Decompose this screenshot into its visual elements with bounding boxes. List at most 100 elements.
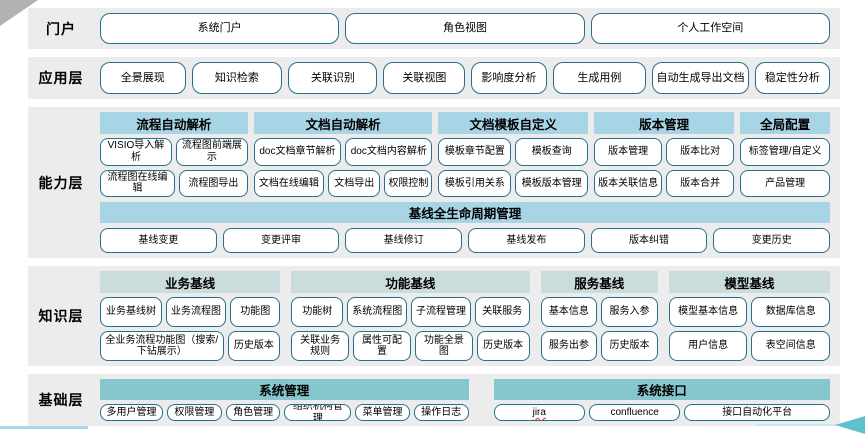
feature-box-label: 模板章节配置 (444, 146, 505, 157)
feature-box-label: 基本信息 (548, 306, 589, 318)
feature-box: 角色管理 (225, 404, 281, 421)
feature-box: 模型基本信息 (668, 297, 748, 327)
feature-group: 系统管理多用户管理 权限管理角色管理组织机构管理菜单管理操作日志 (100, 379, 469, 421)
feature-box: 文档导出 (327, 169, 381, 197)
layer-content: 全景展现知识检索关联识别关联视图影响度分析生成用例自动生成导出文档稳定性分析 (94, 57, 840, 99)
feature-box-label: 生成用例 (577, 71, 622, 84)
feature-box: 关联业务规则 (291, 331, 350, 361)
feature-box-label: 服务出参 (548, 340, 589, 352)
group-header: 模型基线 (668, 271, 831, 293)
feature-box: 功能树 (291, 297, 344, 327)
feature-box-label: jira (532, 406, 546, 418)
feature-box: 菜单管理 (355, 404, 410, 421)
feature-box-label: 基线修订 (383, 234, 424, 246)
feature-box: 变更评审 (222, 228, 340, 253)
feature-box-label: 权限管理 (174, 406, 215, 418)
feature-row: 系统门户角色视图个人工作空间 (100, 13, 830, 44)
layer-band-portal: 门户系统门户角色视图个人工作空间 (28, 8, 840, 49)
feature-box-label: 流程图导出 (188, 177, 239, 189)
feature-row: 服务出参 历史版本 (540, 331, 658, 361)
feature-box-label: 数据库信息 (765, 306, 816, 318)
feature-box-label: 版本管理 (608, 146, 649, 157)
feature-box-label: 标签管理/自定义 (748, 146, 822, 157)
feature-box: 权限控制 (384, 169, 433, 197)
feature-box-label: 流程图在线编辑 (107, 171, 168, 195)
feature-box: 操作日志 (413, 404, 469, 421)
feature-groups: 业务基线业务基线树业务流程图功能图全业务流程功能图（搜索/下钻展示）历史版本功能… (100, 271, 831, 361)
feature-box: jira (493, 404, 585, 421)
feature-box-label: 历史版本 (233, 340, 274, 352)
feature-box-label: 版本纠错 (629, 234, 670, 246)
group-header: 系统管理 (100, 379, 469, 400)
feature-box: 模板查询 (515, 138, 589, 166)
feature-row: 流程图在线编辑 流程图导出 (100, 169, 248, 197)
feature-box: 稳定性分析 (754, 62, 830, 94)
feature-box-label: 组织机构管理 (292, 404, 343, 421)
feature-box: 模板引用关系 (438, 169, 512, 197)
feature-box-label: 接口自动化平台 (722, 406, 793, 418)
feature-box-label: 历史版本 (609, 340, 650, 352)
feature-box: 历史版本 (227, 331, 281, 361)
feature-box: VISIO导入解析 (100, 138, 172, 166)
feature-box-label: 子流程管理 (416, 306, 467, 318)
feature-group: 全局配置标签管理/自定义产品管理 (740, 112, 830, 197)
feature-box-label: 版本关联信息 (598, 177, 659, 189)
feature-box: 影响度分析 (471, 62, 547, 94)
feature-box: 属性可配置 (353, 331, 411, 361)
feature-box-label: 历史版本 (483, 340, 524, 352)
feature-box: 权限管理 (167, 404, 222, 421)
layer-label: 应用层 (38, 70, 84, 86)
feature-box-label: 多用户管理 (106, 406, 157, 418)
layer-bands: 门户系统门户角色视图个人工作空间应用层全景展现知识检索关联识别关联视图影响度分析… (28, 8, 840, 426)
feature-box-label: 业务基线树 (105, 306, 156, 318)
feature-box-label: 模板查询 (531, 146, 572, 157)
feature-row: 文档在线编辑文档导出权限控制 (253, 169, 433, 197)
feature-box-label: 系统流程图 (352, 306, 403, 318)
feature-row: 关联业务规则属性可配置功能全景图历史版本 (291, 331, 530, 361)
feature-box: 功能全景图 (414, 331, 473, 361)
feature-box: 业务基线树 (100, 297, 162, 327)
feature-box-label: doc文档内容解析 (350, 146, 427, 157)
feature-box: 功能图 (230, 297, 281, 327)
feature-box: 用户信息 (668, 331, 748, 361)
feature-group: 文档模板自定义模板章节配置模板查询模板引用关系模板版本管理 (438, 112, 589, 197)
left-arrow-icon (835, 416, 865, 434)
feature-box-label: 系统门户 (197, 22, 242, 35)
feature-box-label: 关联视图 (402, 71, 447, 84)
feature-box-label: 变更历史 (751, 234, 792, 246)
group-header: 系统接口 (493, 379, 830, 400)
layer-band-application: 应用层全景展现知识检索关联识别关联视图影响度分析生成用例自动生成导出文档稳定性分… (28, 57, 840, 99)
feature-box-label: 业务流程图 (171, 306, 222, 318)
feature-box: 版本关联信息 (594, 169, 663, 197)
feature-box: 全业务流程功能图（搜索/下钻展示） (100, 331, 224, 361)
feature-box: 服务入参 (601, 297, 658, 327)
feature-row: 版本管理版本比对 (594, 138, 735, 166)
banner-header: 基线全生命周期管理 (100, 202, 830, 223)
feature-group: 服务基线基本信息 服务入参服务出参 历史版本 (540, 271, 658, 361)
feature-row: 模型基本信息 数据库信息 (668, 297, 831, 327)
feature-box: 接口自动化平台 (684, 404, 830, 421)
feature-box: 系统流程图 (347, 297, 408, 327)
feature-row: 业务基线树 业务流程图功能图 (100, 297, 281, 327)
feature-box-label: 模板版本管理 (521, 177, 582, 189)
feature-row: 产品管理 (740, 169, 830, 197)
feature-box: 服务出参 (540, 331, 598, 361)
feature-group: 版本管理版本管理版本比对版本关联信息版本合并 (594, 112, 735, 197)
feature-box: 模板章节配置 (438, 138, 512, 166)
feature-box-label: 服务入参 (609, 306, 650, 318)
feature-box: doc文档内容解析 (345, 138, 433, 166)
feature-box: doc文档章节解析 (253, 138, 342, 166)
feature-box: 版本合并 (666, 169, 735, 197)
group-header: 服务基线 (540, 271, 658, 293)
feature-box-label: 全景展现 (120, 71, 165, 84)
feature-box-label: VISIO导入解析 (107, 140, 165, 163)
feature-box: 流程图导出 (178, 169, 248, 197)
